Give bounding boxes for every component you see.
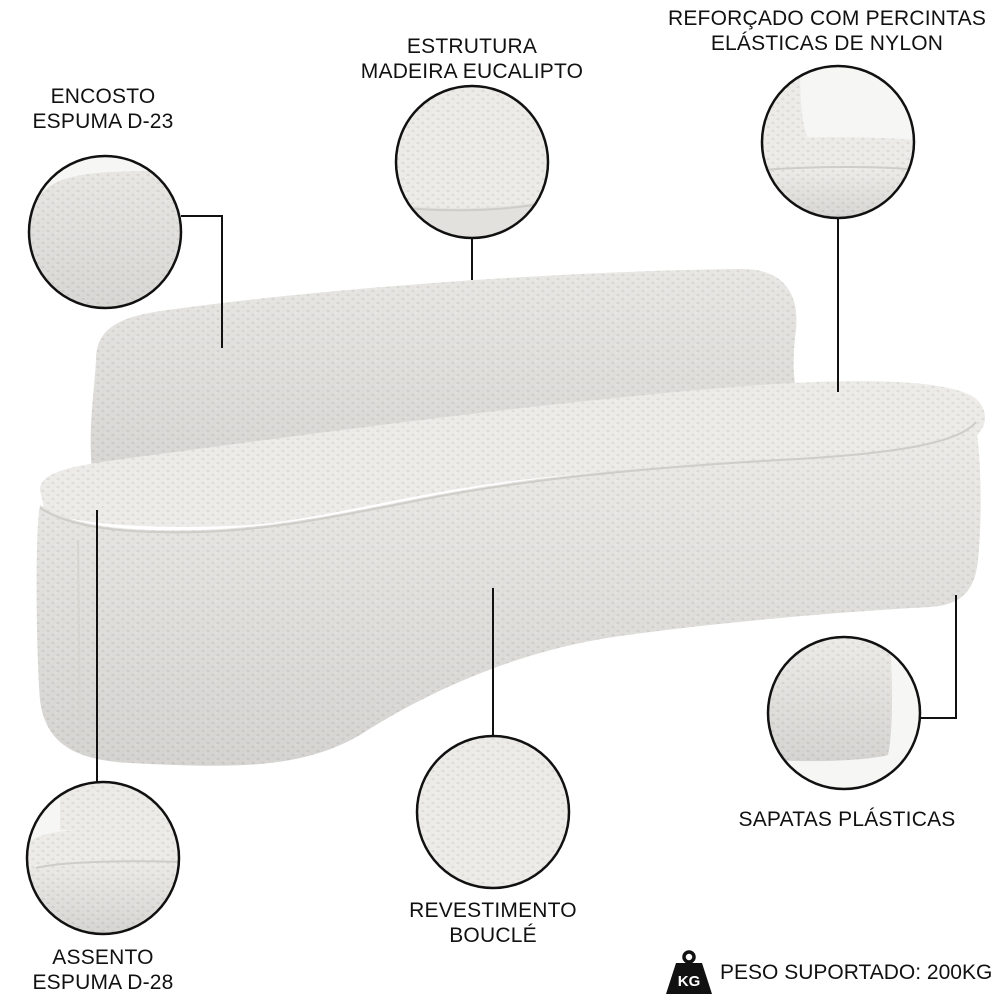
label-reforcado-line2: ELÁSTICAS DE NYLON [710,32,944,55]
label-encosto-line1: ENCOSTO [50,85,156,108]
label-assento-line2: ESPUMA D-28 [32,971,174,994]
label-revestimento-line2: BOUCLÉ [449,924,537,947]
detail-circle-assento [25,780,181,936]
label-estrutura-line2: MADEIRA EUCALIPTO [360,60,584,83]
label-sapatas-line1: SAPATAS PLÁSTICAS [738,808,956,831]
detail-circle-estrutura [394,84,550,240]
weight-capacity: KG PESO SUPORTADO: 200KG [664,950,992,996]
weight-kg-icon: KG [666,950,712,994]
sofa-seat-top [40,381,985,527]
label-estrutura: ESTRUTURA MADEIRA EUCALIPTO [352,34,592,84]
sofa-backrest [90,268,797,470]
label-revestimento: REVESTIMENTO BOUCLÉ [398,898,588,948]
detail-circle-reforcado [760,64,916,220]
detail-circle-encosto [27,154,183,310]
label-estrutura-line1: ESTRUTURA [406,35,538,58]
callout-lines [96,215,957,782]
sofa-seat-body [36,420,981,766]
weight-text: PESO SUPORTADO: 200KG [720,961,993,984]
weight-icon-label: KG [678,973,701,990]
detail-circle-revestimento [415,734,571,890]
label-sapatas: SAPATAS PLÁSTICAS [732,807,962,832]
label-assento-line1: ASSENTO [52,946,154,969]
label-encosto-line2: ESPUMA D-23 [32,110,174,133]
label-reforcado: REFORÇADO COM PERCINTAS ELÁSTICAS DE NYL… [664,6,990,56]
detail-circle-sapatas [766,635,922,791]
label-revestimento-line1: REVESTIMENTO [409,899,577,922]
label-encosto: ENCOSTO ESPUMA D-23 [18,84,188,134]
label-assento: ASSENTO ESPUMA D-28 [18,945,188,995]
label-reforcado-line1: REFORÇADO COM PERCINTAS [667,7,987,30]
